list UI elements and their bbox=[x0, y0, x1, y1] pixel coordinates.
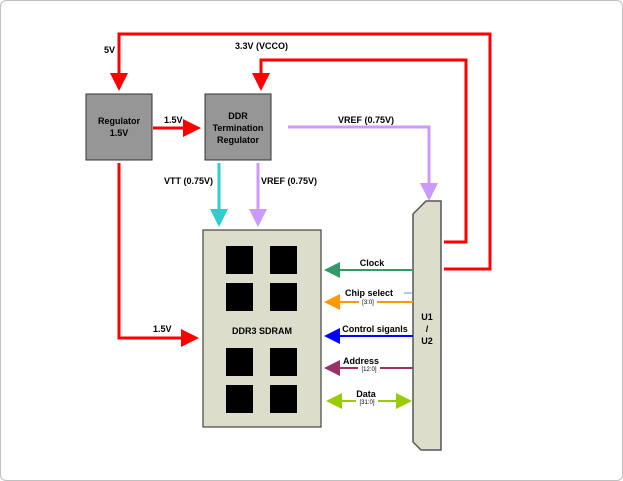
sdram-chips bbox=[226, 246, 297, 413]
label-chip-select: Chip select bbox=[345, 288, 393, 298]
regulator-label-1: Regulator bbox=[98, 116, 141, 126]
label-vref-sdram: VREF (0.75V) bbox=[261, 176, 317, 186]
fpga-label-2: / bbox=[426, 324, 429, 334]
clock-label-bg bbox=[356, 258, 388, 268]
wire-vref-fpga bbox=[288, 125, 438, 201]
label-data-bus: [31:0] bbox=[359, 400, 374, 406]
label-vtt: VTT (0.75V) bbox=[164, 176, 213, 186]
label-chip-select-bus: [3:0] bbox=[362, 300, 374, 306]
label-5v: 5V bbox=[104, 45, 115, 55]
wire-5v bbox=[110, 32, 492, 271]
memory-chip bbox=[226, 283, 253, 311]
ddr-term-label-2: Termination bbox=[213, 123, 264, 133]
label-address: Address bbox=[343, 356, 379, 366]
label-vref-top: VREF (0.75V) bbox=[338, 115, 394, 125]
memory-chip bbox=[226, 348, 253, 376]
label-address-bus: [12:0] bbox=[361, 367, 376, 373]
fpga-label-1: U1 bbox=[421, 312, 433, 322]
memory-chip bbox=[270, 246, 297, 274]
ddr-term-label-1: DDR bbox=[228, 111, 248, 121]
wire-1v5-sdram bbox=[117, 163, 199, 347]
ddr-term-label-3: Regulator bbox=[217, 135, 260, 145]
memory-chip bbox=[226, 385, 253, 413]
sdram-block bbox=[202, 229, 322, 428]
sdram-label: DDR3 SDRAM bbox=[232, 326, 292, 336]
label-1v5-term: 1.5V bbox=[164, 115, 183, 125]
regulator-label-2: 1.5V bbox=[110, 128, 129, 138]
memory-chip bbox=[226, 246, 253, 274]
memory-chip bbox=[270, 348, 297, 376]
data-bus-bg bbox=[356, 398, 378, 405]
label-3v3: 3.3V (VCCO) bbox=[235, 41, 288, 51]
memory-chip bbox=[270, 283, 297, 311]
label-clock: Clock bbox=[360, 258, 386, 268]
chip-select-bus-bg bbox=[359, 298, 377, 306]
ddr-termination-regulator-block bbox=[204, 93, 272, 161]
regulator-block bbox=[85, 93, 153, 161]
fpga-label-3: U2 bbox=[421, 336, 433, 346]
wire-3v3 bbox=[252, 58, 468, 244]
memory-chip bbox=[270, 385, 297, 413]
address-bus-bg bbox=[358, 365, 380, 372]
label-1v5-sdram: 1.5V bbox=[153, 324, 172, 334]
fpga-block bbox=[412, 200, 442, 451]
label-control: Control siganls bbox=[342, 324, 408, 334]
label-data: Data bbox=[356, 389, 377, 399]
